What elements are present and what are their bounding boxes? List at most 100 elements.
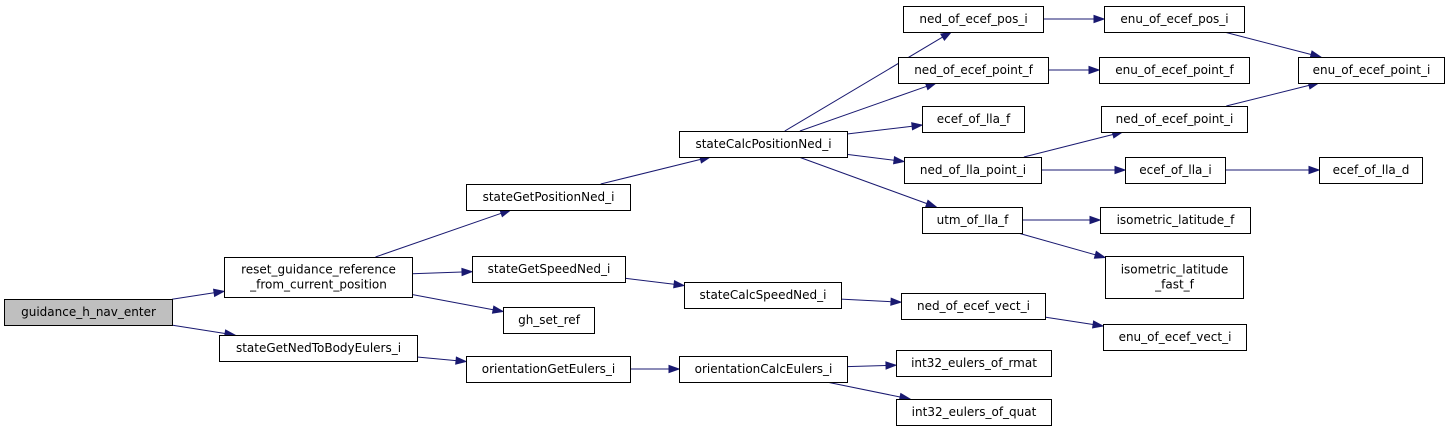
node-label: int32_eulers_of_rmat	[911, 356, 1037, 370]
node-ned_of_ecef_point_f[interactable]: ned_of_ecef_point_f	[898, 57, 1049, 84]
edge-utm_of_lla_f-to-isometric_latitude_fast_f	[1017, 232, 1107, 259]
node-label: orientationCalcEulers_i	[695, 362, 833, 376]
arrowhead-icon	[893, 156, 906, 165]
node-box	[1101, 106, 1248, 133]
edge-orientationCalcEulers_i-to-int32_eulers_of_quat	[826, 381, 912, 401]
node-box	[679, 131, 848, 158]
edge-ned_of_ecef_point_i-to-enu_of_ecef_point_i	[1226, 81, 1321, 107]
edge-line	[171, 324, 226, 334]
edge-line	[846, 153, 895, 161]
edge-utm_of_lla_f-to-isometric_latitude_f	[1022, 215, 1102, 225]
edge-stateCalcPositionNed_i-to-ecef_of_lla_f	[846, 122, 924, 135]
node-ecef_of_lla_d[interactable]: ecef_of_lla_d	[1319, 157, 1423, 184]
node-enu_of_ecef_point_i[interactable]: enu_of_ecef_point_i	[1298, 57, 1445, 84]
node-ned_of_ecef_vect_i[interactable]: ned_of_ecef_vect_i	[901, 293, 1046, 320]
node-box	[896, 399, 1052, 426]
node-isometric_latitude_f[interactable]: isometric_latitude_f	[1100, 207, 1251, 234]
edge-ned_of_ecef_vect_i-to-enu_of_ecef_vect_i	[1044, 316, 1105, 329]
arrowhead-icon	[455, 356, 468, 365]
node-label: ecef_of_lla_d	[1333, 163, 1410, 177]
edge-line	[826, 381, 901, 398]
node-stateGetPositionNed_i[interactable]: stateGetPositionNed_i	[466, 184, 631, 211]
node-ecef_of_lla_i[interactable]: ecef_of_lla_i	[1125, 157, 1226, 184]
node-box	[219, 335, 418, 362]
node-ned_of_ecef_point_i[interactable]: ned_of_ecef_point_i	[1101, 106, 1248, 133]
node-reset_guidance_reference[interactable]: reset_guidance_reference_from_current_po…	[224, 257, 413, 298]
edge-line	[799, 85, 927, 132]
node-int32_eulers_of_quat[interactable]: int32_eulers_of_quat	[896, 399, 1052, 426]
node-label: enu_of_ecef_point_f	[1115, 63, 1234, 77]
edge-stateGetSpeedNed_i-to-stateCalcSpeedNed_i	[624, 277, 686, 289]
edge-stateGetPositionNed_i-to-stateCalcPositionNed_i	[600, 155, 712, 185]
node-box	[901, 293, 1046, 320]
node-label: ned_of_ecef_point_i	[1116, 112, 1234, 126]
node-stateCalcPositionNed_i[interactable]: stateCalcPositionNed_i	[679, 131, 848, 158]
node-label: ecef_of_lla_i	[1139, 163, 1212, 177]
arrowhead-icon	[673, 280, 686, 289]
call-nodes: guidance_h_nav_enter reset_guidance_refer…	[4, 6, 1445, 426]
node-label: guidance_h_nav_enter	[21, 305, 156, 319]
node-ned_of_ecef_pos_i[interactable]: ned_of_ecef_pos_i	[903, 6, 1044, 33]
arrowhead-icon	[1093, 250, 1107, 259]
node-int32_eulers_of_rmat[interactable]: int32_eulers_of_rmat	[896, 350, 1052, 377]
node-ecef_of_lla_f[interactable]: ecef_of_lla_f	[922, 106, 1025, 133]
edge-ned_of_ecef_pos_i-to-enu_of_ecef_pos_i	[1043, 14, 1106, 24]
node-box	[922, 207, 1023, 234]
node-enu_of_ecef_vect_i[interactable]: enu_of_ecef_vect_i	[1103, 324, 1247, 351]
arrowhead-icon	[491, 305, 505, 314]
arrowhead-icon	[1309, 50, 1323, 59]
node-label: ned_of_ecef_vect_i	[917, 299, 1030, 313]
node-label: int32_eulers_of_quat	[912, 405, 1037, 419]
edge-line	[784, 36, 943, 132]
arrowhead-icon	[885, 361, 898, 370]
node-stateGetSpeedNed_i[interactable]: stateGetSpeedNed_i	[472, 256, 626, 283]
edge-reset_guidance_reference-to-stateGetPositionNed_i	[375, 209, 513, 258]
arrowhead-icon	[924, 199, 938, 208]
node-gh_set_ref[interactable]: gh_set_ref	[503, 307, 595, 334]
node-ned_of_lla_point_i[interactable]: ned_of_lla_point_i	[904, 157, 1042, 184]
node-box	[472, 256, 626, 283]
node-guidance_h_nav_enter[interactable]: guidance_h_nav_enter	[4, 299, 173, 326]
node-box	[503, 307, 595, 334]
edge-stateCalcSpeedNed_i-to-ned_of_ecef_vect_i	[840, 297, 903, 306]
edge-line	[375, 212, 502, 258]
arrowhead-icon	[213, 288, 226, 298]
node-stateGetNedToBodyEulers_i[interactable]: stateGetNedToBodyEulers_i	[219, 335, 418, 362]
node-label: stateGetSpeedNed_i	[488, 262, 611, 276]
edge-stateCalcPositionNed_i-to-ned_of_ecef_pos_i	[784, 31, 953, 132]
node-box	[896, 350, 1052, 377]
node-box	[679, 356, 848, 383]
node-box	[4, 299, 173, 326]
node-box	[466, 356, 631, 383]
edge-line	[1017, 232, 1096, 256]
node-orientationCalcEulers_i[interactable]: orientationCalcEulers_i	[679, 356, 848, 383]
edge-orientationGetEulers_i-to-orientationCalcEulers_i	[630, 364, 681, 374]
edge-stateCalcPositionNed_i-to-ned_of_lla_point_i	[846, 153, 906, 165]
node-label: ecef_of_lla_f	[937, 112, 1011, 126]
edge-line	[416, 356, 457, 362]
node-box	[1105, 256, 1244, 299]
node-label: gh_set_ref	[518, 313, 581, 327]
node-label: ned_of_ecef_point_f	[914, 63, 1033, 77]
edge-line	[846, 125, 913, 135]
node-label: enu_of_ecef_pos_i	[1120, 12, 1228, 26]
node-enu_of_ecef_point_f[interactable]: enu_of_ecef_point_f	[1099, 57, 1250, 84]
node-stateCalcSpeedNed_i[interactable]: stateCalcSpeedNed_i	[684, 282, 842, 309]
node-orientationGetEulers_i[interactable]: orientationGetEulers_i	[466, 356, 631, 383]
edge-guidance_h_nav_enter-to-reset_guidance_reference	[171, 288, 226, 300]
node-utm_of_lla_f[interactable]: utm_of_lla_f	[922, 207, 1023, 234]
node-isometric_latitude_fast_f[interactable]: isometric_latitude_fast_f	[1105, 256, 1244, 299]
edge-line	[624, 277, 675, 285]
edge-line	[411, 294, 494, 311]
edge-ecef_of_lla_i-to-ecef_of_lla_d	[1225, 165, 1321, 175]
node-label: stateCalcSpeedNed_i	[700, 288, 827, 302]
node-label: stateGetPositionNed_i	[483, 190, 615, 204]
node-label: orientationGetEulers_i	[482, 362, 615, 376]
edge-ned_of_ecef_point_f-to-enu_of_ecef_point_f	[1048, 65, 1101, 75]
node-label: reset_guidance_reference	[241, 263, 396, 277]
node-enu_of_ecef_pos_i[interactable]: enu_of_ecef_pos_i	[1104, 6, 1245, 33]
edge-line	[1226, 84, 1310, 107]
node-box	[1104, 6, 1245, 33]
node-label: _from_current_position	[249, 278, 387, 292]
node-box	[904, 157, 1042, 184]
